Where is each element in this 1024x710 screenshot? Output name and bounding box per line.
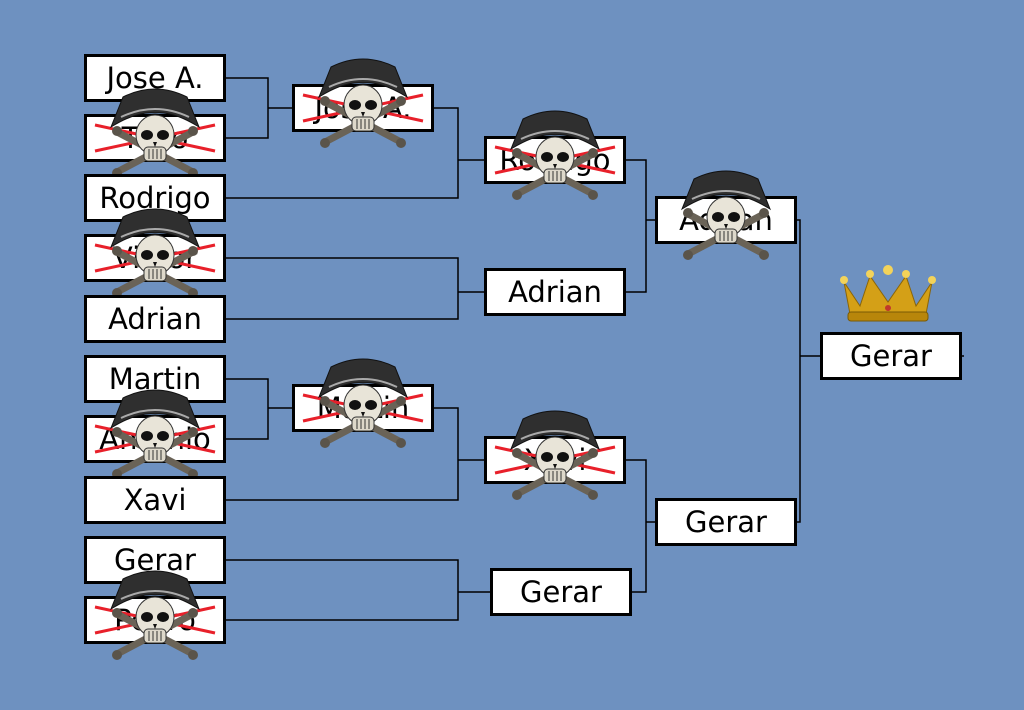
qf-player-adrian: Adrian bbox=[484, 268, 626, 316]
player-name: Adrian bbox=[508, 275, 602, 309]
player-name: Victor bbox=[112, 241, 198, 275]
player-name: Gerar bbox=[114, 543, 196, 577]
player-name: Martin bbox=[316, 391, 410, 425]
player-name: Xavi bbox=[523, 443, 587, 477]
qf-player-gerar: Gerar bbox=[490, 568, 632, 616]
crown-icon bbox=[840, 265, 936, 322]
player-name: Xavi bbox=[123, 483, 187, 517]
qf-player-rodrigo-eliminated: Rodrigo bbox=[484, 136, 626, 184]
player-name: Jose A. bbox=[106, 61, 204, 95]
sf-player-adrian-eliminated: Adrian bbox=[655, 196, 797, 244]
champion-box: Gerar bbox=[820, 332, 962, 380]
round2-player-jose-a-eliminated: Jose A. bbox=[292, 84, 434, 132]
player-name: Adrian bbox=[679, 203, 773, 237]
round2-player-martin-eliminated: Martin bbox=[292, 384, 434, 432]
player-name: Gerar bbox=[520, 575, 602, 609]
round1-player-victor-eliminated: Victor bbox=[84, 234, 226, 282]
player-name: Toño bbox=[121, 121, 189, 155]
round1-player-tono-eliminated: Toño bbox=[84, 114, 226, 162]
player-name: Adrian bbox=[108, 302, 202, 336]
round1-player-xavi: Xavi bbox=[84, 476, 226, 524]
player-name: Jose A. bbox=[314, 91, 412, 125]
round1-player-adrian: Adrian bbox=[84, 295, 226, 343]
round1-player-jose-a: Jose A. bbox=[84, 54, 226, 102]
qf-player-xavi-eliminated: Xavi bbox=[484, 436, 626, 484]
player-name: Rodrigo bbox=[99, 181, 211, 215]
player-name: Antonio bbox=[99, 422, 211, 456]
player-name: Gerar bbox=[685, 505, 767, 539]
round1-player-martin: Martin bbox=[84, 355, 226, 403]
round1-player-antonio-eliminated: Antonio bbox=[84, 415, 226, 463]
champion-name: Gerar bbox=[850, 339, 932, 373]
player-name: Rodrigo bbox=[499, 143, 611, 177]
round1-player-pedro-eliminated: Pedro bbox=[84, 596, 226, 644]
round1-player-gerar: Gerar bbox=[84, 536, 226, 584]
player-name: Pedro bbox=[114, 603, 196, 637]
round1-player-rodrigo: Rodrigo bbox=[84, 174, 226, 222]
sf-player-gerar: Gerar bbox=[655, 498, 797, 546]
player-name: Martin bbox=[108, 362, 202, 396]
